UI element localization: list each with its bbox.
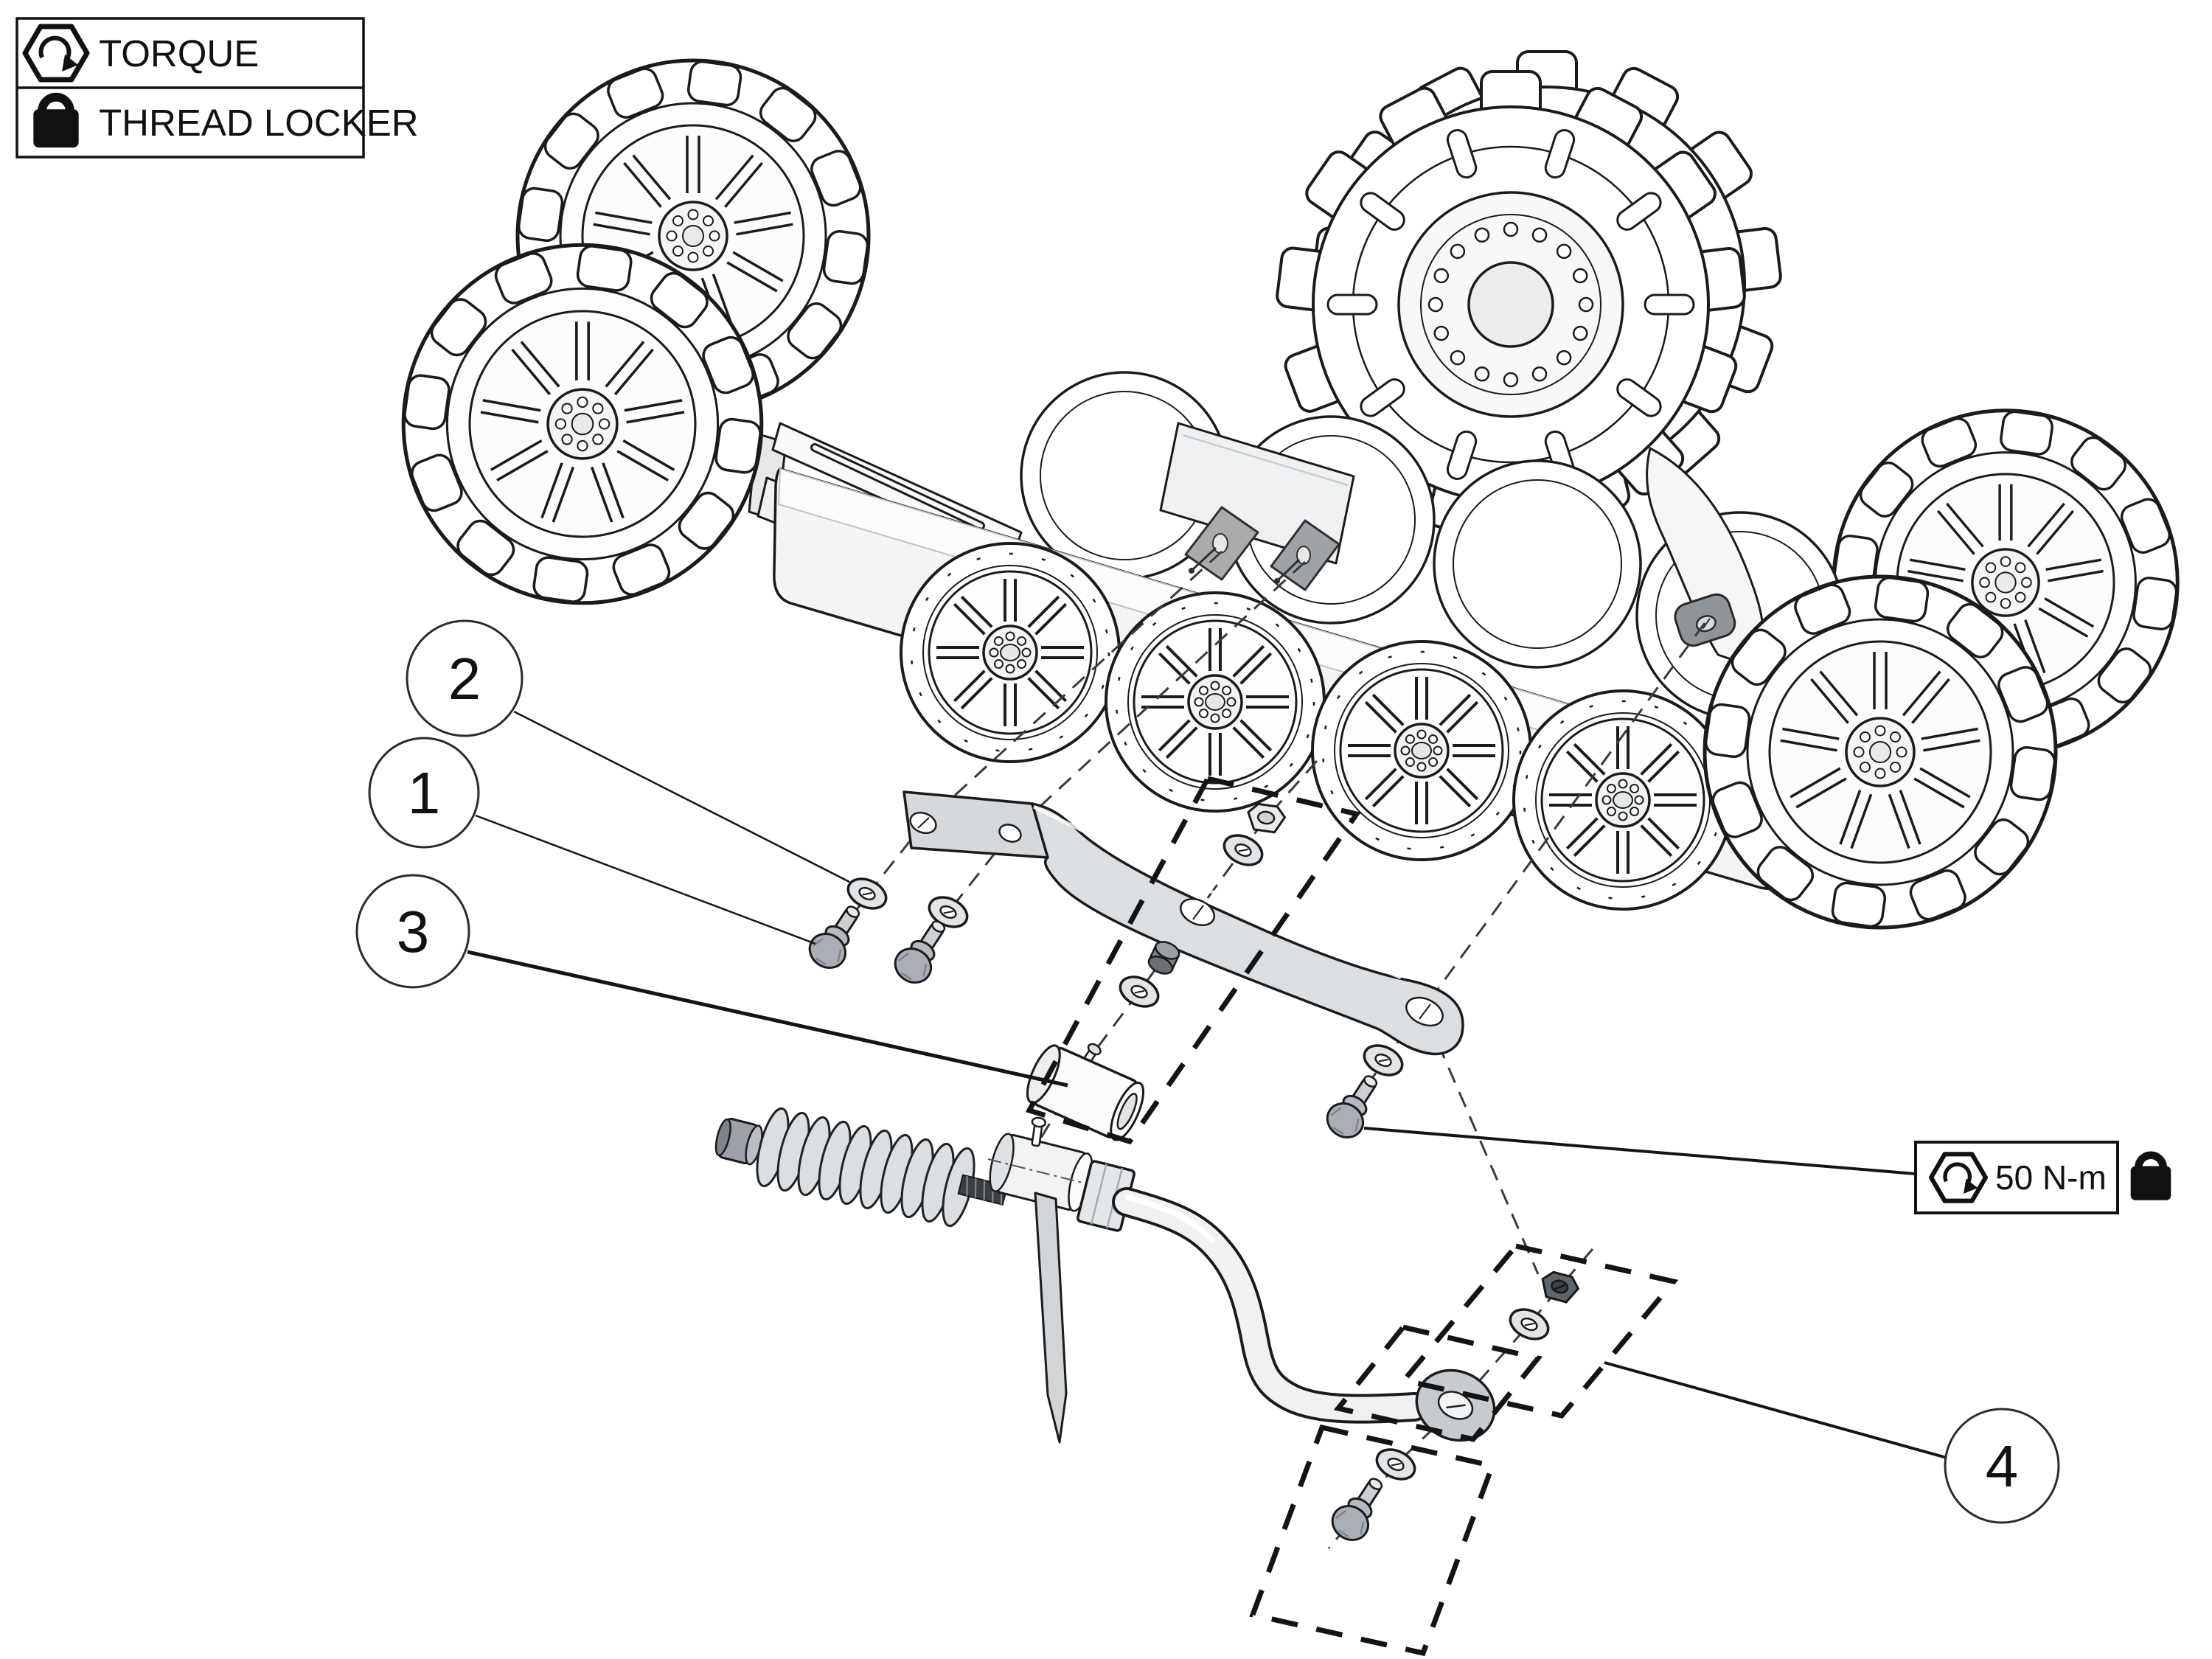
group-4-eyelet-box [1333, 1324, 1543, 1442]
callout-4-leader [1604, 1361, 1947, 1459]
road-wheel-1 [901, 543, 1119, 762]
torqued-flange-bolt [1319, 1066, 1390, 1146]
callout-2: 2 [406, 619, 524, 737]
flat-washer [1358, 1038, 1408, 1082]
hanger-strap [1034, 1192, 1068, 1444]
sway-bar-mount-bracket [902, 790, 1464, 1055]
threaded-rod [957, 1174, 1009, 1206]
flat-washer [1504, 1302, 1554, 1346]
flange-bolt [801, 897, 872, 976]
group-4-upper-box [1399, 1243, 1679, 1419]
torque-hex-icon [25, 27, 87, 80]
callout-3: 3 [355, 874, 470, 989]
sleeve-centerline [987, 1158, 1101, 1188]
coil-spring [756, 1107, 975, 1228]
hardware-group-boxes [1025, 775, 1679, 1657]
track-assembly-illustration [403, 52, 2178, 928]
legend-thread-locker-label: THREAD LOCKER [99, 102, 419, 144]
callout-2-leader [513, 710, 850, 883]
callout-1-number: 1 [408, 760, 441, 826]
clevis-tab [1674, 593, 1736, 647]
front-right-tire [1705, 577, 2056, 928]
flange-bolt [1324, 1469, 1395, 1548]
flat-washer [1114, 970, 1164, 1014]
callout-2-number: 2 [448, 646, 481, 712]
sway-bar-eyelet [1415, 1368, 1496, 1442]
callout-1-leader [475, 814, 816, 945]
flat-washer [1218, 828, 1268, 872]
spacer-bushing [1026, 1044, 1145, 1141]
callout-3-leader [467, 950, 1068, 1088]
back-road-wheel [1433, 459, 1642, 669]
legend-torque-label: TORQUE [99, 32, 259, 74]
group-4-lower-box [1249, 1424, 1496, 1657]
mount-plate-right [1270, 519, 1340, 591]
right-knuckle [1646, 447, 1764, 669]
front-left-tire [403, 245, 762, 603]
road-wheel-4 [1514, 691, 1732, 909]
torque-value: 50 N-m [1995, 1158, 2107, 1197]
sway-bar-assembly [714, 1107, 1496, 1444]
callout-4-number: 4 [1986, 1433, 2019, 1499]
group-3-box [1025, 775, 1361, 1145]
road-wheel-3 [1312, 641, 1531, 860]
mount-plate-left [1184, 506, 1259, 581]
torque-note-leader [1363, 1127, 1916, 1175]
drive-sprocket [1276, 72, 1745, 538]
dark-lock-nut [1537, 1268, 1582, 1306]
callout-3-number: 3 [397, 899, 430, 964]
torque-note-box: 50 N-m [1914, 1141, 2171, 1214]
socket-cap-screw [714, 1118, 763, 1166]
torque-hex-icon [1931, 1154, 1986, 1200]
sleeve-pin [1031, 1116, 1047, 1147]
padlock-icon [2131, 1155, 2171, 1200]
hex-nut [1245, 801, 1287, 835]
sway-bar [1112, 1187, 1429, 1424]
callout-4: 4 [1944, 1408, 2060, 1524]
callout-1: 1 [368, 737, 480, 849]
legend: TORQUE THREAD LOCKER [15, 17, 419, 159]
callout-leaders [467, 710, 1947, 1459]
